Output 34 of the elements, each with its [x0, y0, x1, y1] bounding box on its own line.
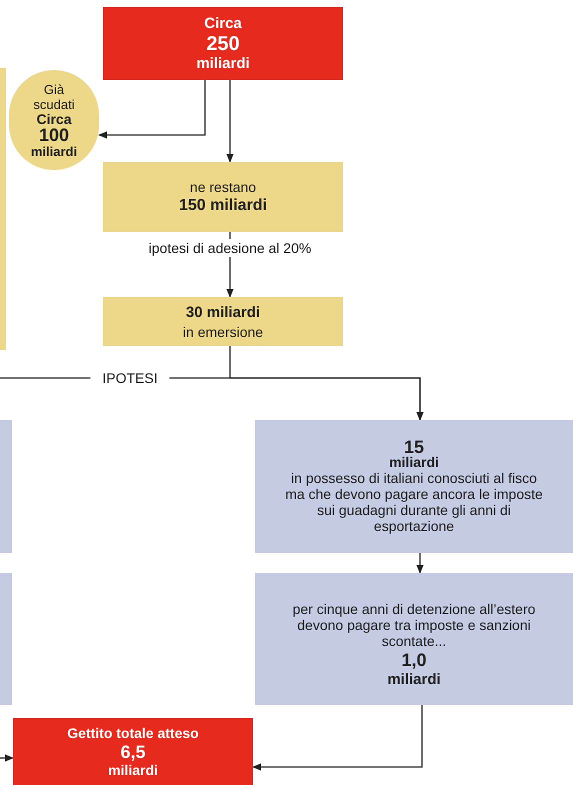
- node-text: 30 miliardi: [186, 302, 260, 322]
- node-text: 250: [206, 32, 240, 54]
- node-text: Circa: [204, 14, 242, 32]
- arrow: [416, 553, 424, 574]
- node-text: miliardi: [30, 144, 78, 158]
- partial-box: [0, 420, 12, 553]
- node-text: miliardi: [389, 455, 439, 470]
- emersion-box: [103, 297, 343, 346]
- partial-box: [0, 573, 12, 705]
- node-text: 100: [38, 126, 70, 144]
- node-text: Circa: [36, 112, 72, 126]
- remaining-box: [103, 162, 343, 232]
- node-text: miliardi: [387, 671, 441, 689]
- node-text: 1,0: [401, 649, 427, 671]
- node-text: 150 miliardi: [178, 196, 268, 216]
- node-text: miliardi: [108, 762, 158, 779]
- node-text: in possesso di italiani conosciuti al fisco ma che devono pagare ancora le imposte sui guadagni durante gli anni di esportazione: [284, 470, 544, 534]
- arrow: [226, 80, 234, 163]
- arrow: [98, 80, 206, 139]
- revenue-box: [13, 718, 253, 785]
- node-text: Già scudati: [32, 82, 76, 112]
- node-text: miliardi: [196, 54, 250, 72]
- node-text: ne restano: [190, 178, 256, 196]
- node-text: Gettito totale atteso: [67, 724, 199, 742]
- node-text: 6,5: [120, 742, 146, 762]
- node-text: per cinque anni di detenzione all’estero devono pagare tra imposte e sanzioni scontate...: [292, 600, 536, 649]
- tax-box: [255, 573, 573, 705]
- total-box: [103, 7, 343, 80]
- node-text: in emersione: [182, 322, 264, 340]
- arrow: [252, 705, 423, 771]
- hypothesis-box: [255, 420, 573, 553]
- arrow: [0, 754, 14, 762]
- node-text: 15: [404, 439, 424, 455]
- partial-box: [0, 68, 6, 350]
